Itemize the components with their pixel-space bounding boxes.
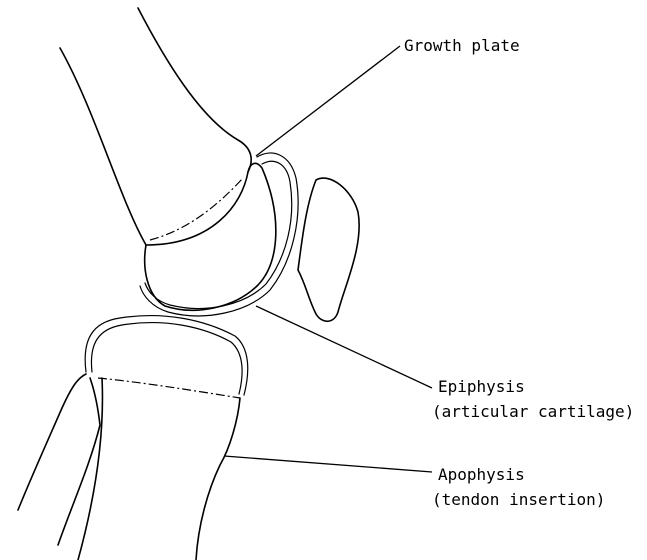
- femur-growth-plate-line: [150, 178, 243, 240]
- tibia-shaft-back: [78, 378, 102, 560]
- tibia-epiphysis: [85, 316, 248, 398]
- patella: [298, 178, 359, 321]
- femur-cartilage-outer: [140, 153, 298, 316]
- tibia-growth-plate-line: [98, 378, 240, 398]
- fibula-outline: [18, 374, 86, 510]
- femur-shaft-back: [138, 8, 251, 172]
- femur-condyle: [145, 163, 276, 310]
- tibia-cartilage-inner: [91, 323, 242, 394]
- tibia-shaft-front: [196, 398, 240, 560]
- label-growth-plate: Growth plate: [404, 36, 520, 55]
- label-apophysis: Apophysis: [438, 465, 525, 484]
- femur: [60, 8, 276, 310]
- leader-growth-plate: [256, 46, 400, 156]
- leader-epiphysis: [256, 306, 432, 388]
- tibia: [78, 378, 240, 560]
- label-apophysis-detail: (tendon insertion): [432, 490, 605, 509]
- label-epiphysis: Epiphysis: [438, 377, 525, 396]
- femur-shaft-front: [60, 48, 146, 245]
- label-epiphysis-detail: (articular cartilage): [432, 402, 634, 421]
- femur-articular-cartilage: [140, 153, 298, 316]
- leader-apophysis: [224, 456, 432, 472]
- tibia-cartilage-outer: [85, 316, 248, 395]
